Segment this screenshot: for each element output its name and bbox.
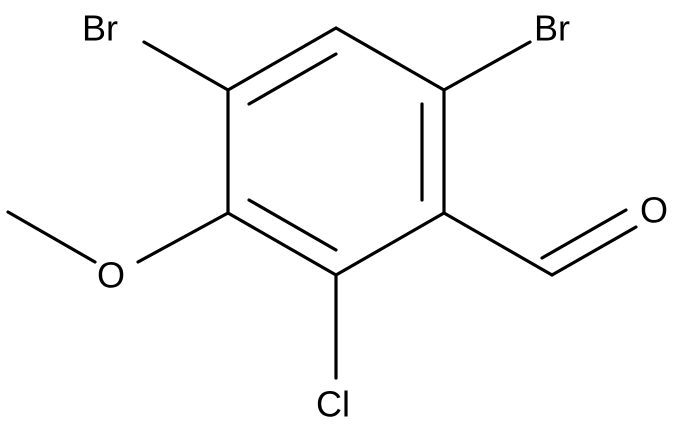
bond-c5-c6	[226, 211, 338, 277]
bond-aldehyde-c-o-second	[540, 208, 628, 260]
bond-c4-c5	[334, 211, 446, 277]
atom-label-oxygen-aldehyde: O	[640, 190, 668, 231]
bond-c2-c3	[334, 26, 446, 92]
double-bond-inner-c5-c6	[247, 198, 338, 252]
bond-c1-c2	[226, 26, 338, 92]
atom-label-oxygen-methoxy: O	[97, 255, 125, 296]
bond-o-methyl	[6, 210, 97, 264]
atom-label-br-top-left: Br	[82, 8, 118, 49]
bond-c3-br	[442, 40, 532, 92]
double-bond-inner-c1-c2	[247, 52, 338, 106]
bond-c1-br	[142, 40, 230, 92]
bond-c4-aldehyde-carbon	[442, 211, 554, 277]
atom-label-br-top-right: Br	[534, 8, 570, 49]
atom-label-chlorine: Cl	[316, 384, 350, 425]
bond-aldehyde-c-o	[550, 225, 638, 277]
bond-c6-o-methoxy	[136, 211, 230, 264]
